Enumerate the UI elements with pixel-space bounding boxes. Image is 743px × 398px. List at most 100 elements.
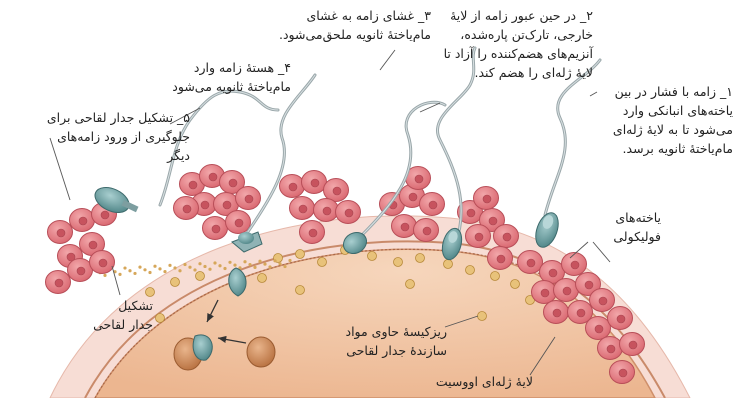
wall-granule [173, 266, 176, 269]
vesicle-icon [406, 280, 415, 289]
step-4-label: ۴_ هستهٔ زامه وارد مام‌یاختهٔ ثانویه می‌… [172, 58, 291, 96]
vesicle-icon [511, 280, 520, 289]
wall-granule [253, 266, 256, 269]
vesicle-icon [394, 258, 403, 267]
step-5-line-2: جلوگیری از ورود زامه‌های [47, 127, 190, 146]
vesicle-icon [478, 312, 487, 321]
wall-granule [263, 262, 266, 265]
follicle-cell-icon [488, 247, 513, 270]
wall-granule [223, 267, 226, 270]
wall-granule [143, 268, 146, 271]
vesicle-icon [318, 258, 327, 267]
wall-granule [163, 270, 166, 273]
follicle-cell-icon [608, 307, 633, 330]
follicle-cell-icon [494, 225, 519, 248]
wall-granule [123, 266, 126, 269]
wall-granule [138, 266, 141, 269]
follicle-cell-icon [414, 219, 439, 242]
follicle-cell-icon [70, 209, 95, 232]
wall-granule [233, 264, 236, 267]
follicle-cells-label: یاخته‌های فولیکولی [613, 208, 661, 246]
vesicle-icon [296, 250, 305, 259]
follicle-cell-icon [174, 197, 199, 220]
vesicles-line-1: ریزکیسهٔ حاوی مواد [346, 322, 447, 341]
wall-granule [103, 274, 106, 277]
follicle-cell-icon [554, 279, 579, 302]
jelly-layer-label: لایهٔ ژله‌ای اووسیت [436, 372, 533, 391]
follicle-cell-icon [610, 361, 635, 384]
step-2-line-4: لایهٔ ژله‌ای را هضم کند. [444, 63, 593, 82]
vesicle-icon [416, 254, 425, 263]
vesicles-label: ریزکیسهٔ حاوی مواد سازندهٔ جدار لقاحی [346, 322, 447, 360]
step-5-line-3: دیگر [47, 146, 190, 165]
wall-granule [178, 269, 181, 272]
follicle-cell-icon [474, 187, 499, 210]
step-2-label: ۲_ در حین عبور زامه از لایهٔ خارجی، تارک… [444, 6, 593, 82]
follicle-cell-icon [226, 211, 251, 234]
step-2-line-1: ۲_ در حین عبور زامه از لایهٔ [444, 6, 593, 25]
step-1-line-2: یاخته‌های انبانکی وارد [613, 101, 733, 120]
jelly-layer-text: لایهٔ ژله‌ای اووسیت [436, 372, 533, 391]
vesicle-icon [466, 266, 475, 275]
wall-granule [283, 265, 286, 268]
wall-granule [213, 261, 216, 264]
vesicle-icon [491, 272, 500, 281]
wall-granule [278, 262, 281, 265]
step-4-line-1: ۴_ هستهٔ زامه وارد [172, 58, 291, 77]
wall-granule [148, 271, 151, 274]
follicle-cell-icon [302, 171, 327, 194]
wall-granule [118, 273, 121, 276]
follicle-cell-icon [236, 187, 261, 210]
step-2-line-2: خارجی، تارک‌تن پاره‌شده، [444, 25, 593, 44]
step-1-line-1: ۱_ زامه با فشار در بین [613, 82, 733, 101]
vesicles-line-2: سازندهٔ جدار لقاحی [346, 341, 447, 360]
step-5-label: ۵_ تشکیل جدار لقاحی برای جلوگیری از ورود… [47, 108, 190, 165]
follicle-cell-icon [392, 215, 417, 238]
wall-line-1: تشکیل [93, 296, 153, 315]
vesicle-icon [156, 314, 165, 323]
follicle-line-1: یاخته‌های [613, 208, 661, 227]
wall-granule [208, 268, 211, 271]
wall-granule [198, 262, 201, 265]
follicle-cell-icon [532, 281, 557, 304]
follicle-cell-icon [46, 271, 71, 294]
follicle-cell-icon [544, 301, 569, 324]
follicle-cell-icon [68, 259, 93, 282]
wall-granule [168, 264, 171, 267]
step-3-line-1: ۳_ غشای زامه به غشای [279, 6, 431, 25]
follicle-cell-icon [280, 175, 305, 198]
follicle-cell-icon [48, 221, 73, 244]
follicle-cell-icon [586, 317, 611, 340]
wall-granule [193, 268, 196, 271]
vesicle-icon [296, 286, 305, 295]
wall-granule [183, 263, 186, 266]
follicle-cell-icon [598, 337, 623, 360]
follicle-cell-icon [336, 201, 361, 224]
wall-granule [153, 265, 156, 268]
step-3-line-2: مام‌یاختهٔ ثانویه ملحق‌می‌شود. [279, 25, 431, 44]
follicle-cell-icon [590, 289, 615, 312]
wall-granule [243, 260, 246, 263]
step-1-line-4: مام‌یاختهٔ ثانویه برسد. [613, 139, 733, 158]
step-1-line-3: می‌شود تا به لایهٔ ژله‌ای [613, 120, 733, 139]
wall-granule [268, 265, 271, 268]
wall-granule [133, 272, 136, 275]
wall-granule [158, 267, 161, 270]
follicle-cell-icon [562, 253, 587, 276]
vesicle-icon [196, 272, 205, 281]
wall-granule [218, 264, 221, 267]
step-2-line-3: آنزیم‌های هضم‌کننده را آزاد تا [444, 44, 593, 63]
follicle-cell-icon [290, 197, 315, 220]
wall-granule [248, 263, 251, 266]
follicle-cell-icon [518, 251, 543, 274]
wall-granule [188, 266, 191, 269]
step-5-line-1: ۵_ تشکیل جدار لقاحی برای [47, 108, 190, 127]
fertilization-wall-label: تشکیل جدار لقاحی [93, 296, 153, 334]
vesicle-icon [258, 274, 267, 283]
follicle-cell-icon [314, 199, 339, 222]
follicle-cell-icon [300, 221, 325, 244]
step-4-line-2: مام‌یاختهٔ ثانویه می‌شود [172, 77, 291, 96]
wall-granule [128, 269, 131, 272]
wall-granule [258, 260, 261, 263]
vesicle-icon [444, 260, 453, 269]
